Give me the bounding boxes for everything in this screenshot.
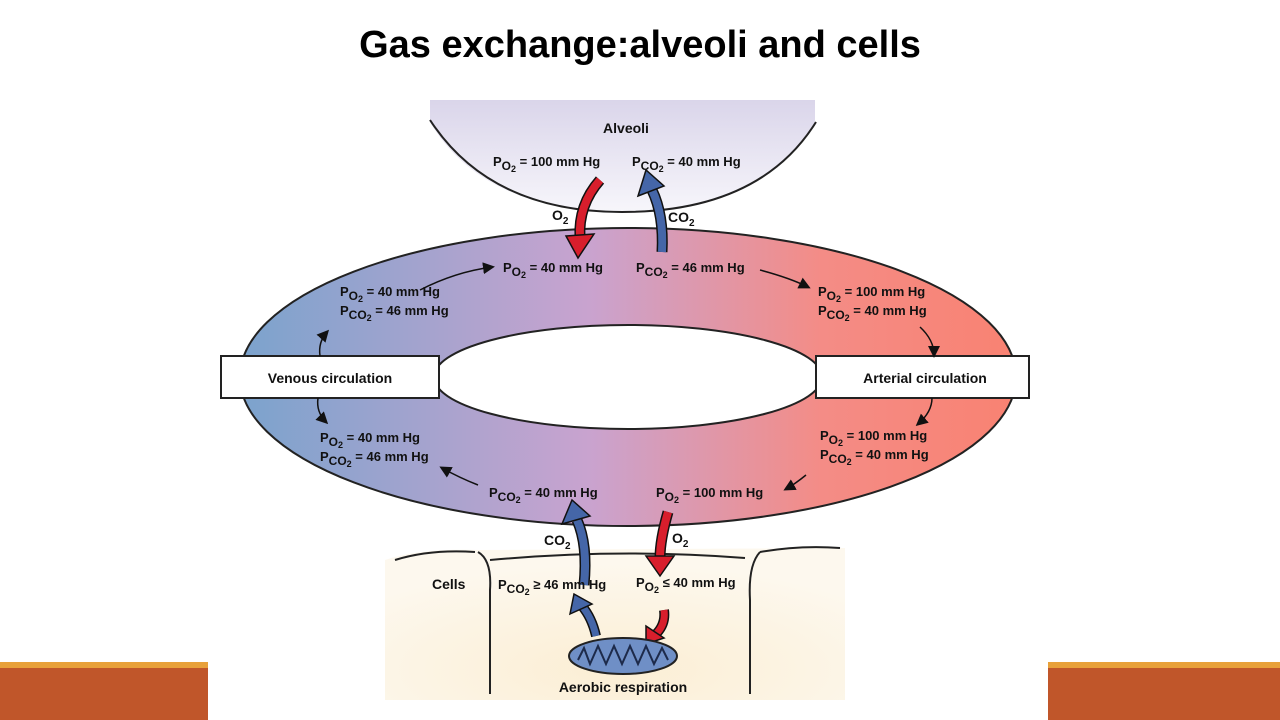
o2-label-top: O2 [552, 207, 569, 227]
page-title: Gas exchange:alveoli and cells [359, 24, 921, 66]
flow-arrow-left-up [316, 329, 330, 357]
venous-label: Venous circulation [268, 370, 392, 386]
flow-arrow-right-down2 [915, 397, 933, 426]
cells-label: Cells [432, 576, 466, 592]
alveolus-outline [429, 119, 817, 214]
mitochondrion-icon [568, 637, 678, 675]
o2-label-bottom: O2 [672, 530, 689, 550]
co2-label-top: CO2 [668, 209, 695, 229]
arterial-box [815, 355, 1030, 399]
alveoli-label: Alveoli [603, 120, 649, 136]
co2-label-bottom: CO2 [544, 532, 571, 552]
aerobic-respiration-label: Aerobic respiration [559, 679, 687, 695]
cell-membrane-right [759, 546, 841, 553]
flow-arrow-lower-left [439, 466, 479, 486]
flow-arrow-lower-right [783, 474, 807, 491]
cells-tissue [385, 548, 845, 700]
cell-outline [477, 551, 761, 694]
cell-membrane-left [394, 550, 476, 561]
arterial-label: Arterial circulation [863, 370, 987, 386]
accent-bar-right [1048, 662, 1280, 720]
alveolus-shape [430, 100, 815, 212]
flow-arrow-upper-right [759, 269, 811, 289]
flow-arrow-left-down [315, 397, 329, 425]
venous-box [220, 355, 440, 399]
flow-arrow-upper-left [419, 262, 495, 291]
flow-arrow-right-down [919, 326, 940, 358]
accent-bar-left [0, 662, 208, 720]
